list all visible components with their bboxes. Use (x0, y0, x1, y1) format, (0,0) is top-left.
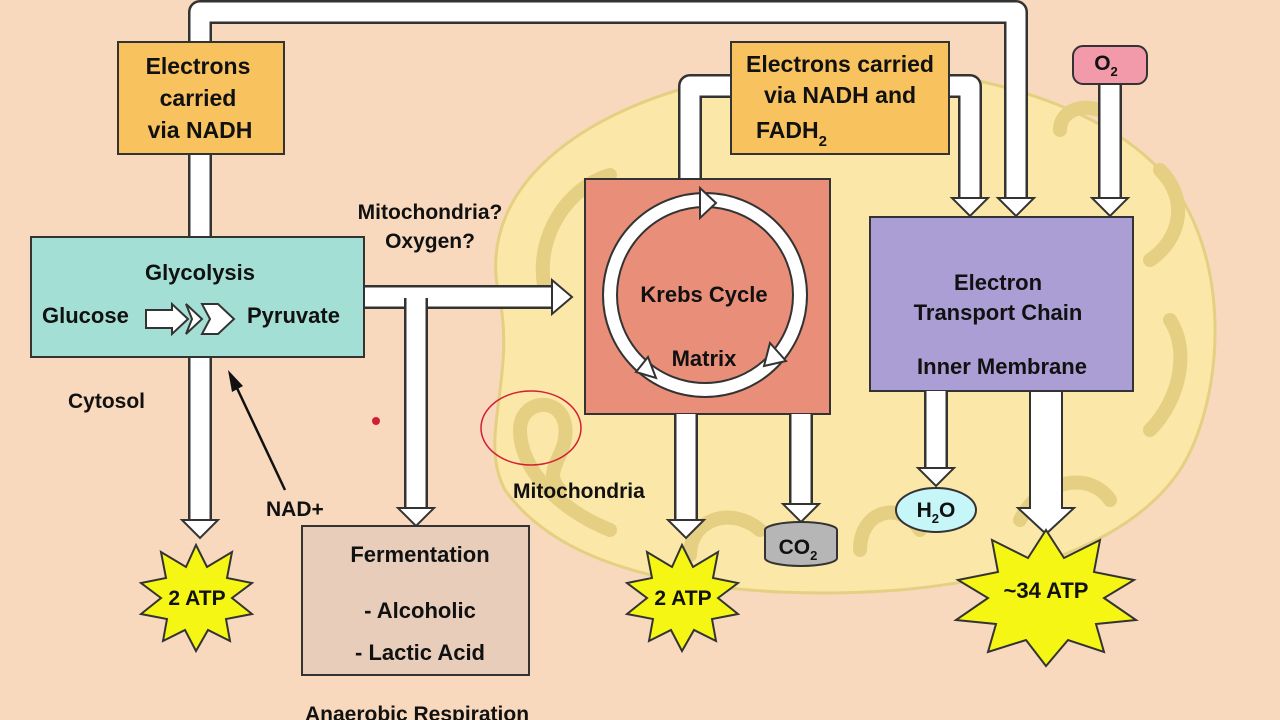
krebs-title: Krebs Cycle (640, 282, 767, 307)
atp-label-etc: ~34 ATP (1004, 578, 1089, 603)
fadh-base: FADH (756, 117, 819, 143)
nadh-fadh-line-3: FADH2 (756, 117, 827, 150)
fermentation-box (301, 525, 530, 676)
glucose-label: Glucose (42, 303, 129, 328)
pyruvate-label: Pyruvate (247, 303, 340, 328)
mitochondrion-cristae (512, 100, 1188, 562)
fermentation-title: Fermentation (350, 542, 489, 567)
glycolysis-box (30, 236, 365, 358)
fermentation-item-2: - Lactic Acid (355, 640, 485, 665)
nadh-fadh-line-1: Electrons carried (746, 51, 934, 77)
nadh-box-line-2: carried (160, 85, 237, 111)
h2o-base-1: H (917, 499, 932, 522)
atp-star-etc (953, 528, 1139, 668)
nad-arrow-head (228, 370, 243, 392)
annotation-dot (372, 417, 380, 425)
co2-base: CO (779, 536, 811, 559)
anaerobic-label: Anaerobic Respiration (305, 703, 529, 720)
nadh-fadh-box (730, 41, 950, 155)
co2-capsule (764, 521, 838, 567)
nadh-box-line-3: via NADH (148, 117, 253, 143)
krebs-matrix: Matrix (672, 346, 738, 371)
o2-label: O2 (1094, 52, 1118, 79)
atp-label-krebs: 2 ATP (654, 587, 711, 610)
arrow-head-to-etc-right (995, 197, 1037, 218)
pyruvate-arrow-head (551, 277, 574, 317)
o2-sub: 2 (1111, 64, 1118, 79)
glycolysis-atp-arrow-head (179, 519, 221, 540)
question-oxygen: Oxygen? (385, 230, 475, 253)
etc-line-2: Transport Chain (914, 300, 1083, 325)
fermentation-arrow-head (395, 507, 437, 528)
nadh-box (117, 41, 285, 155)
nadh-box-line-1: Electrons (146, 53, 251, 79)
cytosol-label: Cytosol (68, 390, 145, 413)
h2o-bubble (895, 487, 977, 533)
glycolysis-title: Glycolysis (145, 260, 255, 285)
atp-star-glycolysis (138, 542, 255, 654)
krebs-cycle-ring (602, 185, 808, 398)
etc-h2o-arrow-head (915, 467, 957, 488)
arrow-head-to-etc-left (949, 197, 991, 218)
krebs-atp-arrow-head (665, 519, 707, 540)
etc-box (869, 216, 1134, 392)
question-mitochondria: Mitochondria? (358, 201, 503, 224)
o2-base: O (1094, 52, 1110, 75)
h2o-label: H2O (917, 499, 956, 526)
mitochondria-label: Mitochondria (513, 480, 645, 503)
h2o-sub: 2 (932, 511, 939, 526)
krebs-co2-arrow-head (780, 503, 822, 524)
h2o-base-2: O (939, 499, 955, 522)
fermentation-item-1: - Alcoholic (364, 598, 476, 623)
atp-star-krebs (624, 542, 741, 654)
atp-label-glycolysis: 2 ATP (168, 587, 225, 610)
annotation-circle (480, 390, 582, 466)
krebs-box (584, 178, 831, 415)
glycolysis-step-arrows (145, 301, 236, 337)
etc-line-1: Electron (954, 270, 1042, 295)
co2-label: CO2 (779, 536, 818, 563)
etc-atp-shaft-outer (1015, 390, 1077, 536)
nadh-fadh-line-2: via NADH and (764, 82, 916, 108)
co2-sub: 2 (810, 548, 817, 563)
fadh-sub: 2 (819, 133, 827, 150)
nad-label: NAD+ (266, 498, 324, 521)
nad-arrow-line (234, 385, 287, 491)
o2-arrow-head (1089, 197, 1131, 218)
o2-capsule (1072, 45, 1148, 85)
etc-line-3: Inner Membrane (917, 354, 1087, 379)
